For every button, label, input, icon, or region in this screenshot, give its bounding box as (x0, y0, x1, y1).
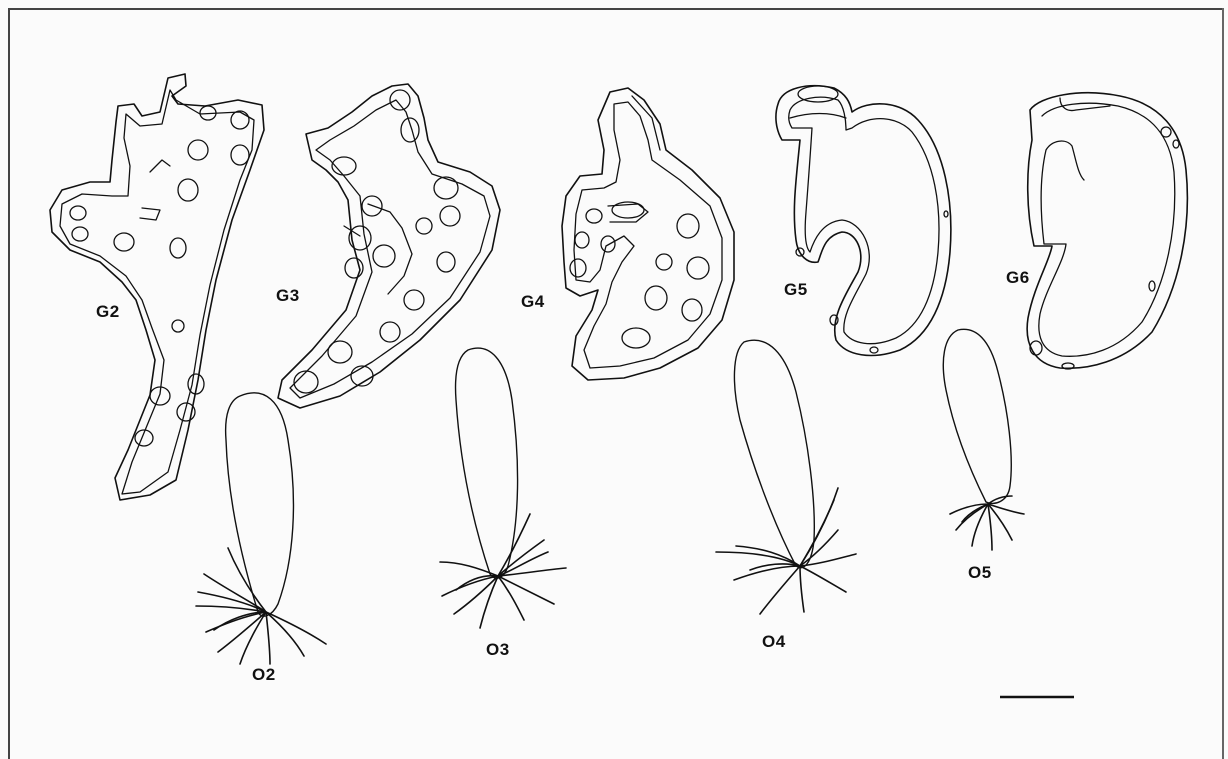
ovary-o2-drawing (196, 393, 326, 664)
label-o2: O2 (252, 665, 276, 685)
gland-g6-drawing (1027, 93, 1187, 369)
gland-g2-drawing (50, 74, 264, 500)
gland-g4-drawing (562, 88, 734, 380)
gland-g5-drawing (776, 86, 951, 356)
ovary-o4-drawing (716, 340, 856, 614)
label-o3: O3 (486, 640, 510, 660)
label-g5: G5 (784, 280, 808, 300)
ovary-o3-drawing (440, 348, 566, 628)
label-o4: O4 (762, 632, 786, 652)
label-g3: G3 (276, 286, 300, 306)
label-g2: G2 (96, 302, 120, 322)
label-g6: G6 (1006, 268, 1030, 288)
gland-g3-drawing (278, 84, 500, 408)
label-g4: G4 (521, 292, 545, 312)
ovary-o5-drawing (943, 329, 1024, 550)
label-o5: O5 (968, 563, 992, 583)
